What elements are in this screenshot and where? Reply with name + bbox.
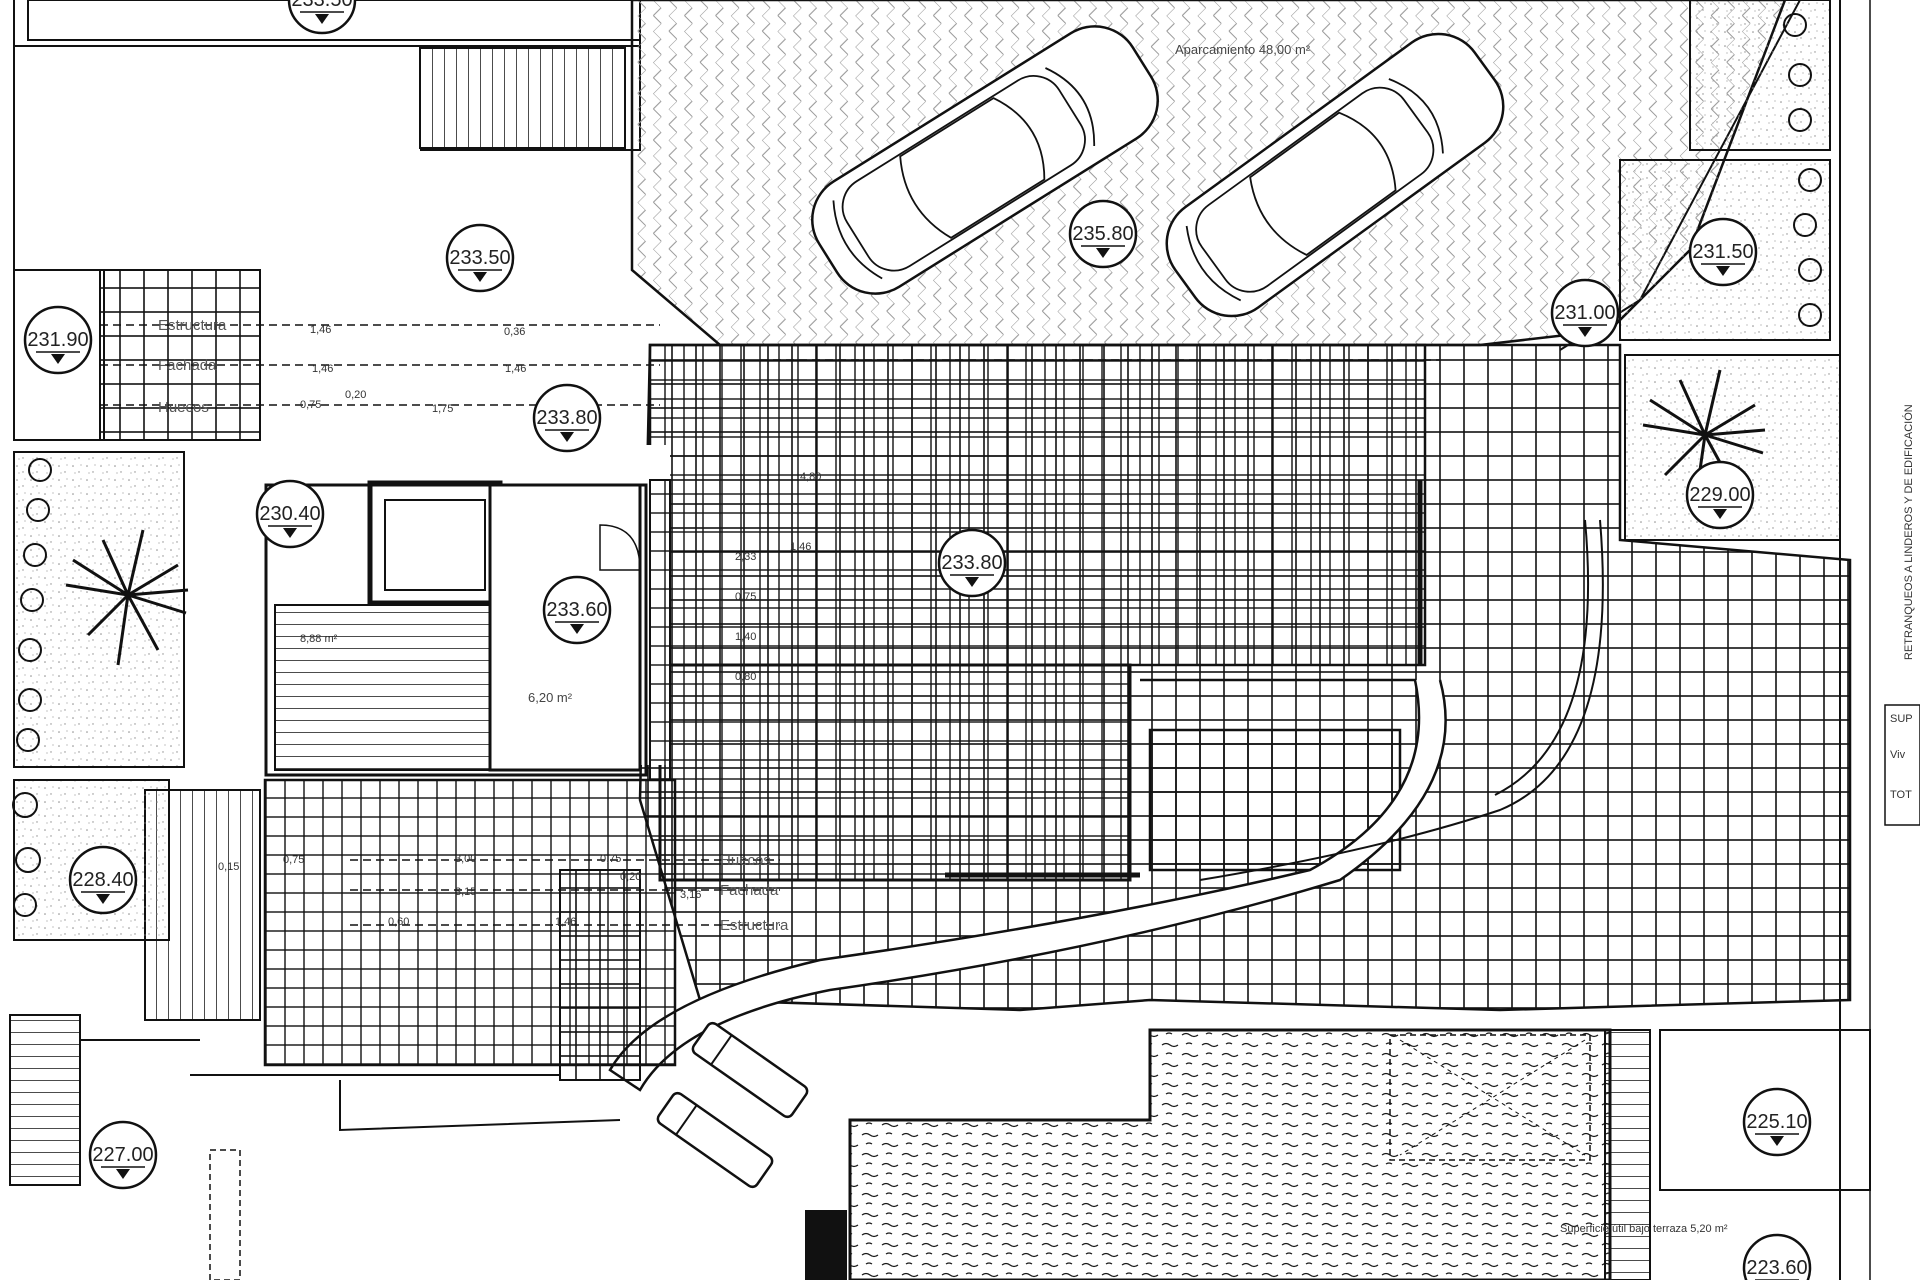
level-marker-233-60: 233.60 [542, 575, 612, 645]
legend-openings: Huecos [158, 399, 209, 416]
parking-label: Aparcamiento 48,00 m² [1175, 42, 1311, 57]
level-value: 233.80 [536, 407, 597, 429]
table-row-2: TOT [1890, 789, 1912, 801]
dimension-label: 3,15 [455, 886, 476, 898]
dimension-label: 0,20 [620, 871, 641, 883]
level-value: 227.00 [92, 1144, 153, 1166]
dimension-label: 3,16 [680, 889, 701, 901]
summary-table [1884, 704, 1920, 826]
dimension-label: 4,80 [800, 471, 821, 483]
level-marker-227-00: 227.00 [88, 1120, 158, 1190]
dimension-label: 0,75 [300, 399, 321, 411]
level-marker-233-50: 233.50 [445, 223, 515, 293]
sun-lounger-1 [691, 1021, 809, 1119]
legend-facade: Fachada [158, 357, 217, 374]
dimension-label: 0,75 [600, 853, 621, 865]
shrubs [12, 13, 1822, 917]
level-value: 235.80 [1072, 223, 1133, 245]
dimension-label: 1,46 [505, 363, 526, 375]
swimming-pool [805, 1028, 1651, 1280]
main-terrace [638, 343, 1852, 1012]
stair-area-label: 8,88 m² [300, 633, 338, 645]
lower-right-room [1659, 1029, 1871, 1191]
dimension-label: 1,46 [790, 541, 811, 553]
level-marker-233-80b: 233.80 [937, 528, 1007, 598]
dimension-label: 0,20 [345, 389, 366, 401]
dimension-label: 0,75 [735, 591, 756, 603]
car-right [1165, 32, 1505, 318]
dimension-label: 0,15 [218, 861, 239, 873]
level-marker-233-50-top: 233.50 [287, 0, 357, 35]
level-marker-231-90: 231.90 [23, 305, 93, 375]
setback-lines [100, 324, 1440, 926]
level-marker-228-40: 228.40 [68, 845, 138, 915]
level-marker-229-00: 229.00 [1685, 460, 1755, 530]
dimension-label: 0,60 [388, 916, 409, 928]
dimension-label: 2,33 [735, 551, 756, 563]
dimension-label: 1,46 [310, 324, 331, 336]
level-marker-223-60: 223.60 [1742, 1233, 1812, 1280]
level-marker-225-10: 225.10 [1742, 1087, 1812, 1157]
dimension-label: 3,00 [455, 853, 476, 865]
dimension-label: 0,80 [735, 671, 756, 683]
level-marker-230-40: 230.40 [255, 479, 325, 549]
dimension-label: 0,75 [283, 854, 304, 866]
level-value: 231.90 [27, 329, 88, 351]
level-marker-235-80: 235.80 [1068, 199, 1138, 269]
level-value: 230.40 [259, 503, 320, 525]
dimension-label: 1,40 [735, 631, 756, 643]
level-value: 231.50 [1692, 241, 1753, 263]
level-value: 229.00 [1689, 484, 1750, 506]
level-value: 233.80 [941, 552, 1002, 574]
level-marker-233-80: 233.80 [532, 383, 602, 453]
dimension-labels: 1,46 0,75 1,75 1,46 0,20 0,36 1,46 3,00 0,15 0,75… [218, 324, 821, 928]
legend-facade-2: Fachada [720, 882, 779, 899]
top-stair [419, 47, 626, 149]
side-title: RETRANQUEOS A LINDEROS Y DE EDIFICACIÓN [1902, 404, 1915, 660]
level-value: 225.10 [1746, 1111, 1807, 1133]
dimension-label: 0,36 [504, 326, 525, 338]
level-value: 223.60 [1746, 1257, 1807, 1279]
level-value: 233.50 [449, 247, 510, 269]
sun-lounger-2 [656, 1091, 774, 1189]
level-value: 231.00 [1554, 302, 1615, 324]
legend-structure: Estructura [158, 317, 227, 334]
table-header: SUP [1890, 713, 1913, 725]
legend-openings-2: Huecos [720, 852, 771, 869]
legend-structure-2: Estructura [720, 917, 789, 934]
room-area-label: 6,20 m² [528, 690, 573, 705]
palm-tree-left [65, 529, 189, 666]
level-value: 228.40 [72, 869, 133, 891]
dimension-label: 1,75 [432, 403, 453, 415]
car-left [811, 25, 1159, 295]
level-marker-231-50: 231.50 [1688, 217, 1758, 287]
level-markers: 233.50 233.50 235.80 231.50 231.00 231.90 233.… [23, 0, 1812, 1280]
table-row-1: Viv [1890, 749, 1906, 761]
under-terrace-label: Superficie útil bajo terraza 5,20 m² [1560, 1223, 1728, 1235]
level-value: 233.50 [291, 0, 352, 11]
dimension-label: 1,46 [555, 916, 576, 928]
level-value: 233.60 [546, 599, 607, 621]
dimension-label: 1,46 [312, 363, 333, 375]
level-marker-231-00: 231.00 [1550, 278, 1620, 348]
